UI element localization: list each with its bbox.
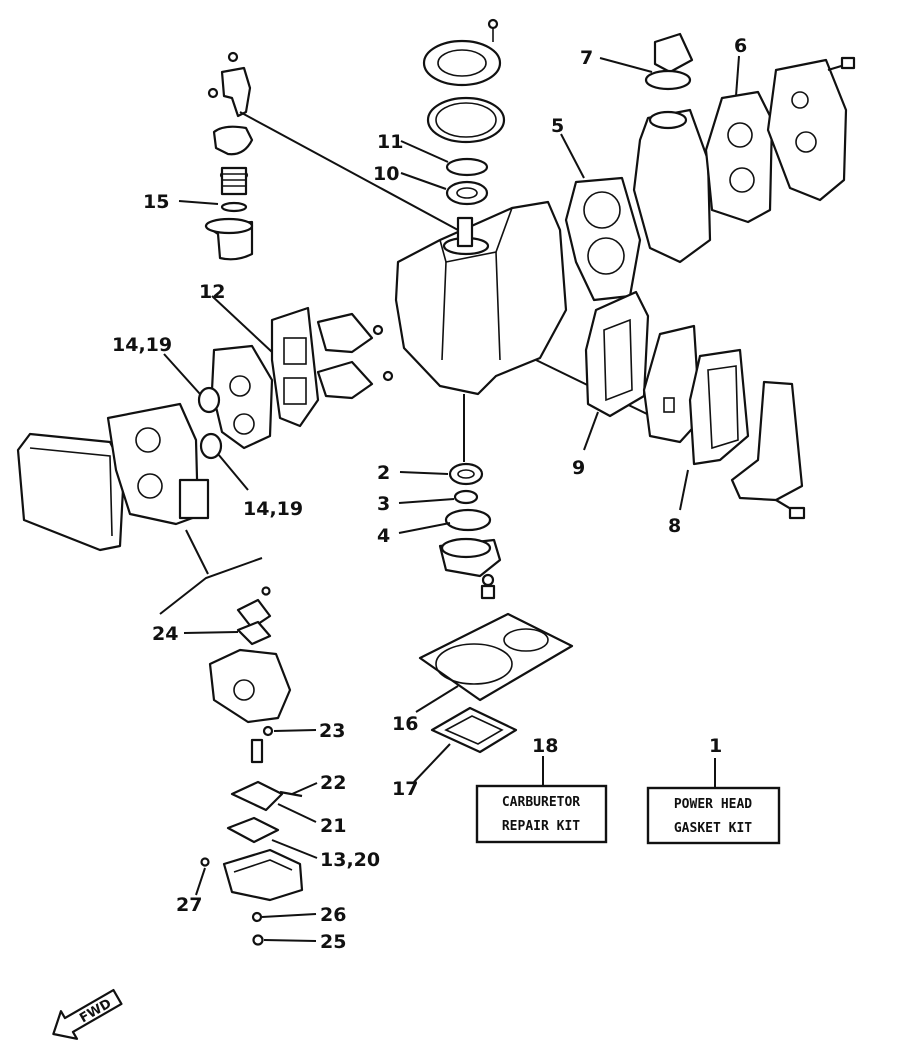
carburetor-breakdown [200,586,304,946]
callout-15: 15 [143,191,169,213]
exhaust-cover-assembly [584,290,806,520]
callout-9: 9 [572,457,585,479]
callout-18: 18 [532,735,558,757]
callout-5: 5 [551,115,564,137]
callout-26: 26 [320,904,346,926]
callout-6: 6 [734,35,747,57]
callout-13-20: 13,20 [320,849,380,871]
crankcase-top-cover [422,18,506,206]
callout-16: 16 [392,713,418,735]
carburetor-kit-line2: REPAIR KIT [502,819,580,834]
carburetor-repair-kit-box: CARBURETOR REPAIR KIT [475,784,608,844]
callout-7: 7 [580,47,593,69]
power-head-kit-line1: POWER HEAD [674,797,752,812]
callout-12: 12 [199,281,225,303]
callout-23: 23 [319,720,345,742]
power-head-block [394,200,568,396]
callout-14-19-lower: 14,19 [243,498,303,520]
power-head-gasket-kit-box: POWER HEAD GASKET KIT [646,786,781,845]
callout-1: 1 [709,735,722,757]
carburetor-kit-line1: CARBURETOR [502,795,580,810]
callout-11: 11 [377,131,403,153]
intake-manifold-assembly [197,306,394,460]
callout-27: 27 [176,894,202,916]
callout-14-19-upper: 14,19 [112,334,172,356]
carburetors-and-silencer [16,402,210,552]
callout-21: 21 [320,815,346,837]
callout-17: 17 [392,778,418,800]
forward-direction-arrow: FWD [52,988,123,1040]
power-head-kit-line2: GASKET KIT [674,821,752,836]
callout-24: 24 [152,623,178,645]
callout-25: 25 [320,931,346,953]
callout-3: 3 [377,493,390,515]
callout-4: 4 [377,525,390,547]
callout-2: 2 [377,462,390,484]
callout-labels: 15 11 10 5 7 6 12 14,19 14,19 2 3 4 9 8 … [112,35,747,953]
cylinder-head-and-covers [564,32,856,302]
callout-10: 10 [373,163,399,185]
fuel-pump-assembly [204,51,254,261]
callout-22: 22 [320,772,346,794]
lower-seal-housing [438,462,502,600]
callout-8: 8 [668,515,681,537]
callout-leaders [163,55,740,942]
crankcase-gaskets [418,612,574,754]
